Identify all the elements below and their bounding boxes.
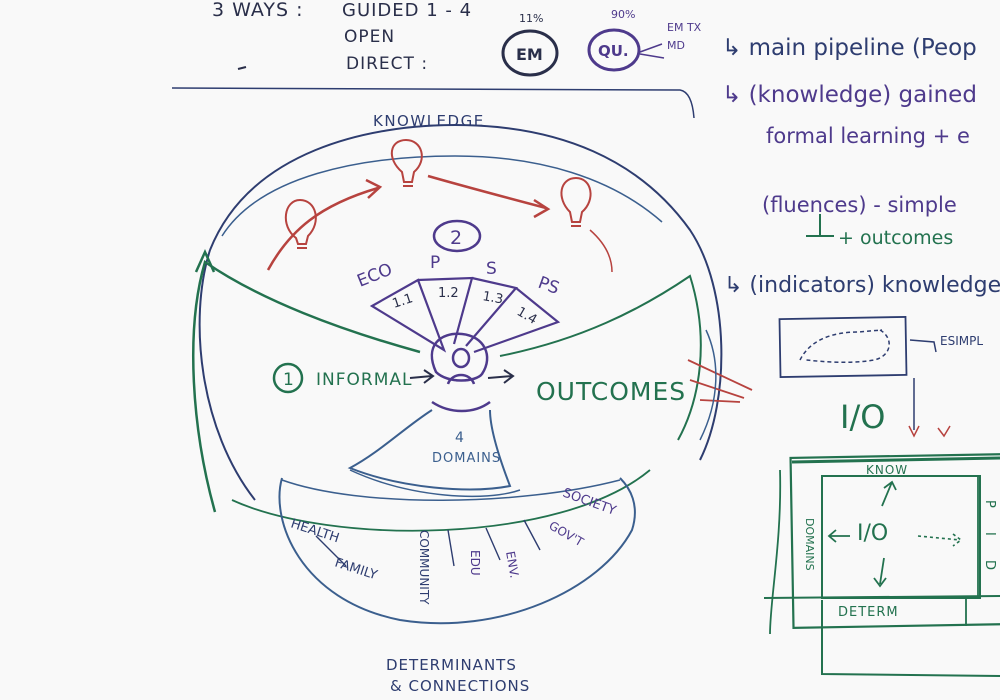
determinants-bowl <box>278 477 636 625</box>
notes-line-4: (fluences) - simple <box>762 193 957 217</box>
grid-inner <box>821 475 981 599</box>
lightbulb-icon-3 <box>560 176 592 227</box>
fan-value-1: 1.1 <box>391 291 415 312</box>
simple-box <box>778 315 908 379</box>
em-superscript: 11% <box>519 12 543 25</box>
simple-label: ESIMPL <box>940 334 983 348</box>
grid-arrow-down <box>873 557 887 588</box>
connections-label: & CONNECTIONS <box>390 677 530 695</box>
outcomes-arrow <box>487 369 515 384</box>
fan <box>369 276 561 354</box>
three-ways-block: 3 WAYS : GUIDED 1 - 4 OPEN DIRECT : <box>212 0 472 74</box>
fan-blade-1 <box>369 278 447 353</box>
informal-arrow <box>409 369 435 384</box>
grid-bottom-label: DETERM <box>838 605 899 620</box>
grid-left-label: DOMAINS <box>803 518 816 571</box>
simple-pointer <box>909 339 937 353</box>
qu-superscript: 90% <box>611 8 635 21</box>
lightbulb-icon-1 <box>285 198 317 249</box>
fan-header-p: P <box>430 253 440 273</box>
number-one: 1 <box>283 370 294 390</box>
qu-side-note-2: MD <box>667 39 685 52</box>
domains-label: DOMAINS <box>432 451 501 466</box>
grid-right-col <box>965 476 979 626</box>
simple-loop <box>799 329 890 364</box>
red-hatch <box>687 359 753 403</box>
grid-left-rule <box>769 469 782 635</box>
grid-center-label: I/O <box>857 521 888 546</box>
domains-band-outer <box>349 469 521 498</box>
domain-divider-1 <box>315 519 541 567</box>
simple-drop-arrow <box>908 425 951 438</box>
simple-diagram: ESIMPL I/O <box>778 315 983 438</box>
person-icon <box>430 332 491 413</box>
red-arrow-head-2 <box>533 198 551 219</box>
io-grid: KNOW DOMAINS I/O DETERM P I D <box>763 452 1000 677</box>
em-circle <box>501 29 559 77</box>
outcomes-label: OUTCOMES <box>536 377 686 406</box>
grid-top-rule <box>791 456 1000 464</box>
red-arrow-1 <box>266 186 379 271</box>
determinants-inner-curve <box>281 479 621 501</box>
informal-label: INFORMAL <box>316 370 412 390</box>
three-ways-item-open: OPEN <box>344 27 395 47</box>
grid-outer <box>789 452 1000 629</box>
three-ways-item-guided: GUIDED 1 - 4 <box>342 0 472 21</box>
domains-count: 4 <box>455 430 464 446</box>
lightbulb-icon-2 <box>391 138 423 187</box>
determinants-label: DETERMINANTS <box>386 656 517 674</box>
domain-item-edu: EDU <box>468 550 482 576</box>
grid-bottom-edge <box>821 600 1000 677</box>
grid-arrow-up <box>881 480 897 507</box>
green-arrow-head <box>194 248 216 273</box>
three-ways-heading: 3 WAYS : <box>212 0 304 21</box>
qu-circle-group: 90% QU. EM TX MD <box>587 8 702 72</box>
notes-line-5: + outcomes <box>838 227 953 249</box>
grid-top-label: KNOW <box>866 463 908 477</box>
domain-item-env: ENV. <box>503 550 521 579</box>
domain-item-community: COMMUNITY <box>417 530 431 605</box>
notes-line-6: ↳ (indicators) knowledge, <box>724 273 1000 298</box>
blue-arc-right <box>699 329 717 441</box>
green-left-loop <box>192 259 421 513</box>
fan-value-2: 1.2 <box>438 286 459 301</box>
fan-blade-4 <box>473 287 561 354</box>
separator-line <box>171 87 695 119</box>
inner-rim <box>221 155 663 237</box>
notes-t-connector <box>806 214 834 237</box>
grid-bottom-rule <box>763 595 1000 599</box>
number-one-circle <box>272 362 304 394</box>
red-arrow-2 <box>427 174 547 210</box>
fan-value-3: 1.3 <box>481 289 504 307</box>
qu-label: QU. <box>598 42 629 60</box>
knowledge-label: KNOWLEDGE <box>373 112 485 130</box>
outer-circle <box>198 123 723 501</box>
green-bottom-sweep <box>231 469 651 532</box>
red-arrow-head-1 <box>365 178 383 199</box>
qu-side-note-1: EM TX <box>667 21 702 34</box>
notes-line-1: ↳ main pipeline (Peop <box>722 35 977 61</box>
number-two: 2 <box>450 227 462 249</box>
grid-right-label: P I D <box>982 500 997 580</box>
notes-line-2: ↳ (knowledge) gained <box>722 82 977 108</box>
domains-band <box>347 409 512 491</box>
em-label: EM <box>516 45 543 64</box>
dash-mark <box>237 66 247 70</box>
number-two-circle <box>432 219 482 253</box>
qu-connector <box>639 43 665 59</box>
qu-circle <box>587 28 641 72</box>
notes-line-3: formal learning + e <box>766 124 970 148</box>
grid-arrow-left <box>827 529 850 543</box>
three-ways-item-direct: DIRECT : <box>346 54 428 74</box>
red-arrow-3 <box>589 229 613 273</box>
fan-header-s: S <box>486 259 497 279</box>
green-right-arc <box>499 274 702 441</box>
io-large-label: I/O <box>840 398 885 436</box>
grid-arrow-right <box>917 533 963 547</box>
notes-block: ↳ main pipeline (Peop ↳ (knowledge) gain… <box>722 35 1000 298</box>
em-circle-group: 11% EM <box>501 12 559 77</box>
